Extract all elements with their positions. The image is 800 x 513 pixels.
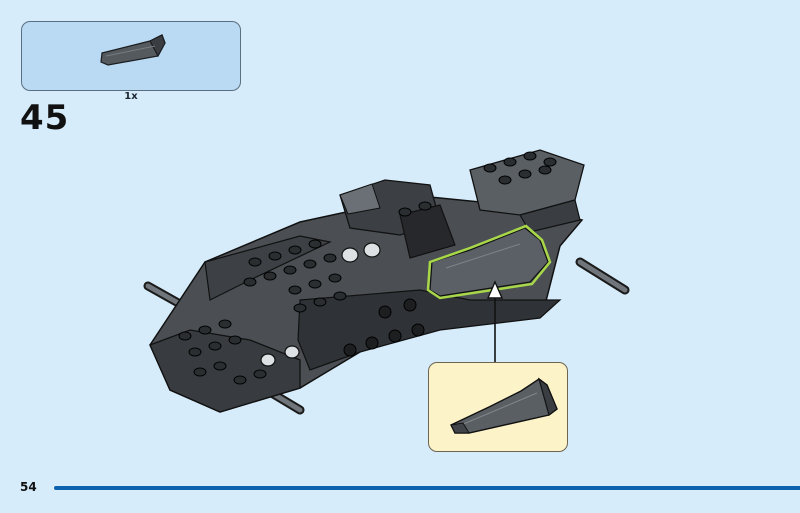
parts-list-box: 1x — [21, 21, 241, 102]
step-number: 45 — [20, 98, 70, 138]
part-callout-box — [428, 362, 568, 452]
footer-bar — [54, 486, 800, 490]
part-quantity: 1x — [124, 91, 138, 102]
new-part-highlight — [426, 224, 552, 300]
wedge-slope-part-icon — [100, 34, 166, 66]
page-number: 54 — [20, 480, 37, 494]
wedge-slope-part-icon — [450, 377, 558, 434]
